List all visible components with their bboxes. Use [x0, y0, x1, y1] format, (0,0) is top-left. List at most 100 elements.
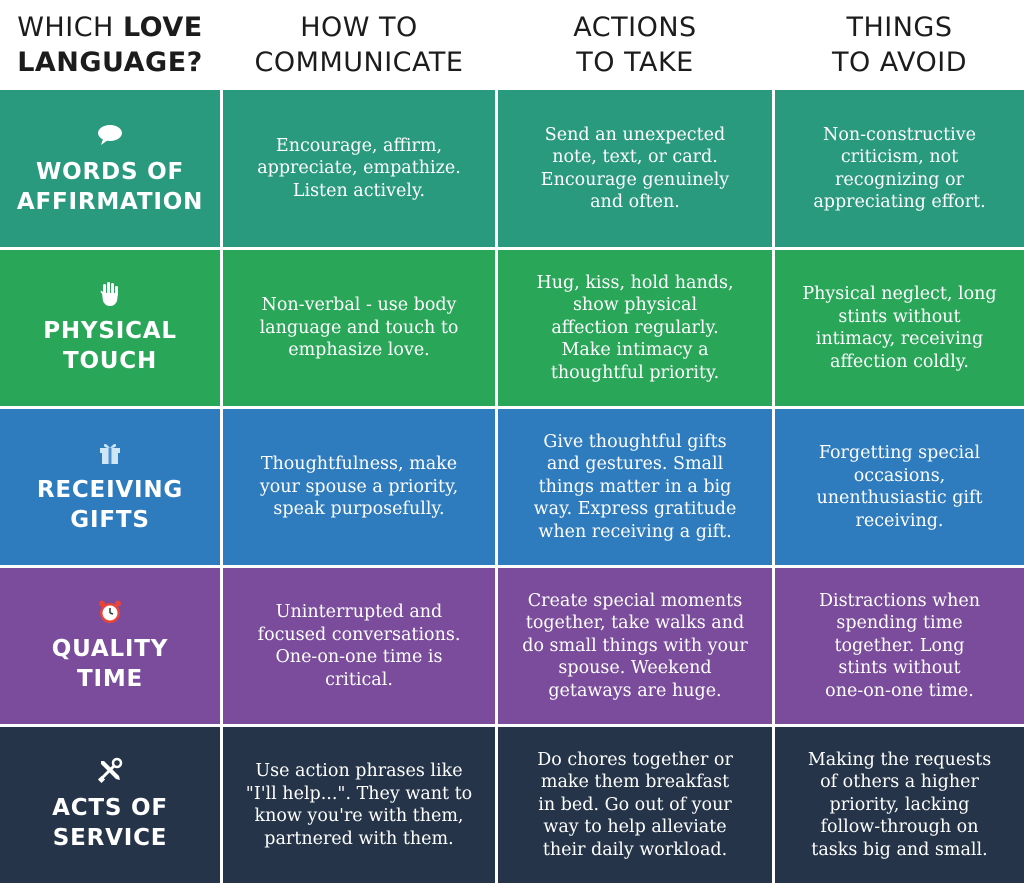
cell-text-line: tasks big and small. [811, 839, 988, 860]
cell-text-line: Thoughtfulness, make [260, 454, 458, 475]
hand-icon [96, 280, 124, 308]
cell-text-line: getaways are huge. [548, 680, 722, 701]
cell-text-line: Use action phrases like [255, 761, 463, 781]
love-language-name-line: TOUCH [62, 348, 158, 374]
love-language-name-line: QUALITY [51, 636, 169, 662]
header-which-love-language: WHICH LOVE LANGUAGE? [0, 0, 220, 90]
table-row: ACTS OF SERVICE Use action phrases like"I'… [0, 727, 1024, 883]
cell-text-line: One-on-one time is [275, 647, 443, 667]
love-language-name-line: TIME [76, 666, 144, 692]
love-language-cell: ACTS OF SERVICE [0, 727, 220, 883]
header-how-to-communicate: HOW TO COMMUNICATE [223, 0, 495, 90]
cell-text-line: their daily workload. [542, 839, 728, 860]
love-language-name-line: SERVICE [52, 825, 168, 851]
cell-text-line: things matter in a big [538, 476, 732, 497]
header-line: COMMUNICATE [254, 47, 464, 78]
header-language-text: LANGUAGE? [17, 47, 203, 78]
cell-text-line: Physical neglect, long [802, 284, 997, 304]
cell-text-line: Make intimacy a [561, 340, 709, 361]
love-language-cell: PHYSICAL TOUCH [0, 250, 220, 406]
cell-text-line: focused conversations. [257, 624, 461, 645]
cell-text-line: Give thoughtful gifts [543, 431, 727, 452]
how-to-communicate-cell: Encourage, affirm,appreciate, empathize.… [223, 90, 495, 247]
header-line: HOW TO [300, 12, 418, 43]
cell-text-line: emphasize love. [288, 340, 430, 361]
cell-text-line: Forgetting special [818, 443, 981, 463]
cell-text-line: Encourage, affirm, [275, 135, 443, 156]
cell-text-line: together, take walks and [525, 613, 745, 634]
cell-text-line: and gestures. Small [546, 454, 724, 475]
cell-text-line: receiving. [855, 510, 944, 531]
header-line: TO TAKE [576, 47, 694, 78]
cell-text-line: intimacy, receiving [815, 329, 984, 349]
cell-text-line: recognizing or [835, 169, 964, 190]
header-line: THINGS [846, 12, 953, 43]
cell-text-line: make them breakfast [540, 772, 730, 793]
how-to-communicate-cell: Use action phrases like"I'll help...". T… [223, 727, 495, 883]
header-line: ACTIONS [573, 12, 697, 43]
header-which-text: WHICH [17, 12, 123, 43]
cell-text-line: stints without [838, 658, 961, 679]
love-language-name: QUALITY TIME [52, 634, 168, 694]
cell-text-line: Uninterrupted and [275, 602, 443, 622]
alarm-clock-icon [96, 598, 124, 626]
cell-text-line: critical. [325, 669, 393, 690]
gift-icon [96, 439, 124, 467]
cell-text-line: way. Express gratitude [533, 499, 737, 520]
love-language-cell: RECEIVING GIFTS [0, 409, 220, 565]
cell-text-line: and often. [590, 192, 680, 212]
love-language-name-line: GIFTS [70, 507, 150, 533]
love-language-name-line: ACTS OF [52, 795, 168, 821]
cell-text-line: note, text, or card. [552, 147, 718, 167]
cell-text-line: Create special moments [527, 590, 743, 611]
cell-text-line: when receiving a gift. [538, 521, 732, 542]
love-language-name-line: PHYSICAL [43, 318, 177, 344]
cell-text-line: show physical [572, 295, 698, 316]
cell-text-line: stints without [838, 306, 961, 327]
cell-text-line: priority, lacking [829, 794, 970, 815]
cell-text-line: Making the requests [807, 749, 992, 770]
table-header: WHICH LOVE LANGUAGE? HOW TO COMMUNICATE … [0, 0, 1024, 90]
cell-text-line: Encourage genuinely [540, 169, 730, 190]
love-language-name-line: RECEIVING [36, 477, 184, 503]
cell-text-line: speak purposefully. [273, 499, 445, 520]
cell-text-line: language and touch to [259, 317, 459, 338]
cell-text-line: affection regularly. [551, 317, 719, 338]
love-language-name: RECEIVING GIFTS [37, 475, 183, 535]
cell-text: Use action phrases like"I'll help...". T… [234, 760, 484, 850]
cell-text-line: "I'll help...". They want to [245, 783, 473, 804]
cell-text-line: Non-constructive [823, 124, 976, 145]
header-actions-to-take: ACTIONS TO TAKE [498, 0, 772, 90]
cell-text-line: affection coldly. [830, 351, 969, 372]
speech-bubble-icon [96, 121, 124, 149]
cell-text-line: your spouse a priority, [259, 476, 459, 497]
cell-text-line: together. Long [834, 635, 965, 656]
header-line: TO AVOID [831, 47, 968, 78]
love-language-name: ACTS OF SERVICE [52, 793, 168, 853]
cell-text-line: spending time [836, 613, 963, 634]
cell-text-line: know you're with them, [254, 806, 464, 826]
